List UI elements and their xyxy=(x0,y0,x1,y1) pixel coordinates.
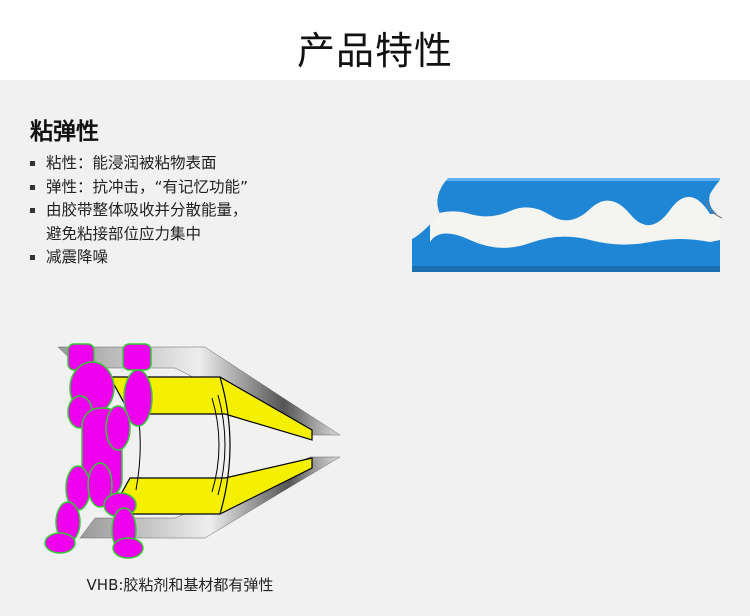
bullet-icon xyxy=(30,184,35,190)
list-item: 粘性：能浸润被粘物表面 xyxy=(30,152,248,176)
diagram-caption: VHB:胶粘剂和基材都有弹性 xyxy=(86,576,274,594)
list-item: 减震降噪 xyxy=(30,246,248,270)
elastic-tape-diagram xyxy=(44,343,341,559)
tape-cross-section-image xyxy=(410,178,722,272)
bullet-icon xyxy=(30,208,35,213)
bullet-icon xyxy=(30,161,35,166)
feature-text: 粘性：能浸润被粘物表面 xyxy=(46,154,217,172)
page-title: 产品特性 xyxy=(296,29,453,73)
bullet-icon xyxy=(30,255,35,260)
header: 产品特性 xyxy=(0,0,750,80)
list-item: 弹性：抗冲击，“有记忆功能” xyxy=(30,176,248,200)
feature-list: 粘性：能浸润被粘物表面 弹性：抗冲击，“有记忆功能” 由胶带整体吸收并分散能量，… xyxy=(30,152,248,270)
feature-text: 弹性：抗冲击，“有记忆功能” xyxy=(46,177,249,196)
section-title: 粘弹性 xyxy=(30,119,99,145)
feature-text: 减震降噪 xyxy=(46,248,109,266)
list-item: 由胶带整体吸收并分散能量， 避免粘接部位应力集中 xyxy=(30,199,248,246)
feature-text: 由胶带整体吸收并分散能量， xyxy=(46,201,248,219)
cartoon-figure xyxy=(44,343,153,559)
feature-text: 避免粘接部位应力集中 xyxy=(46,224,202,243)
